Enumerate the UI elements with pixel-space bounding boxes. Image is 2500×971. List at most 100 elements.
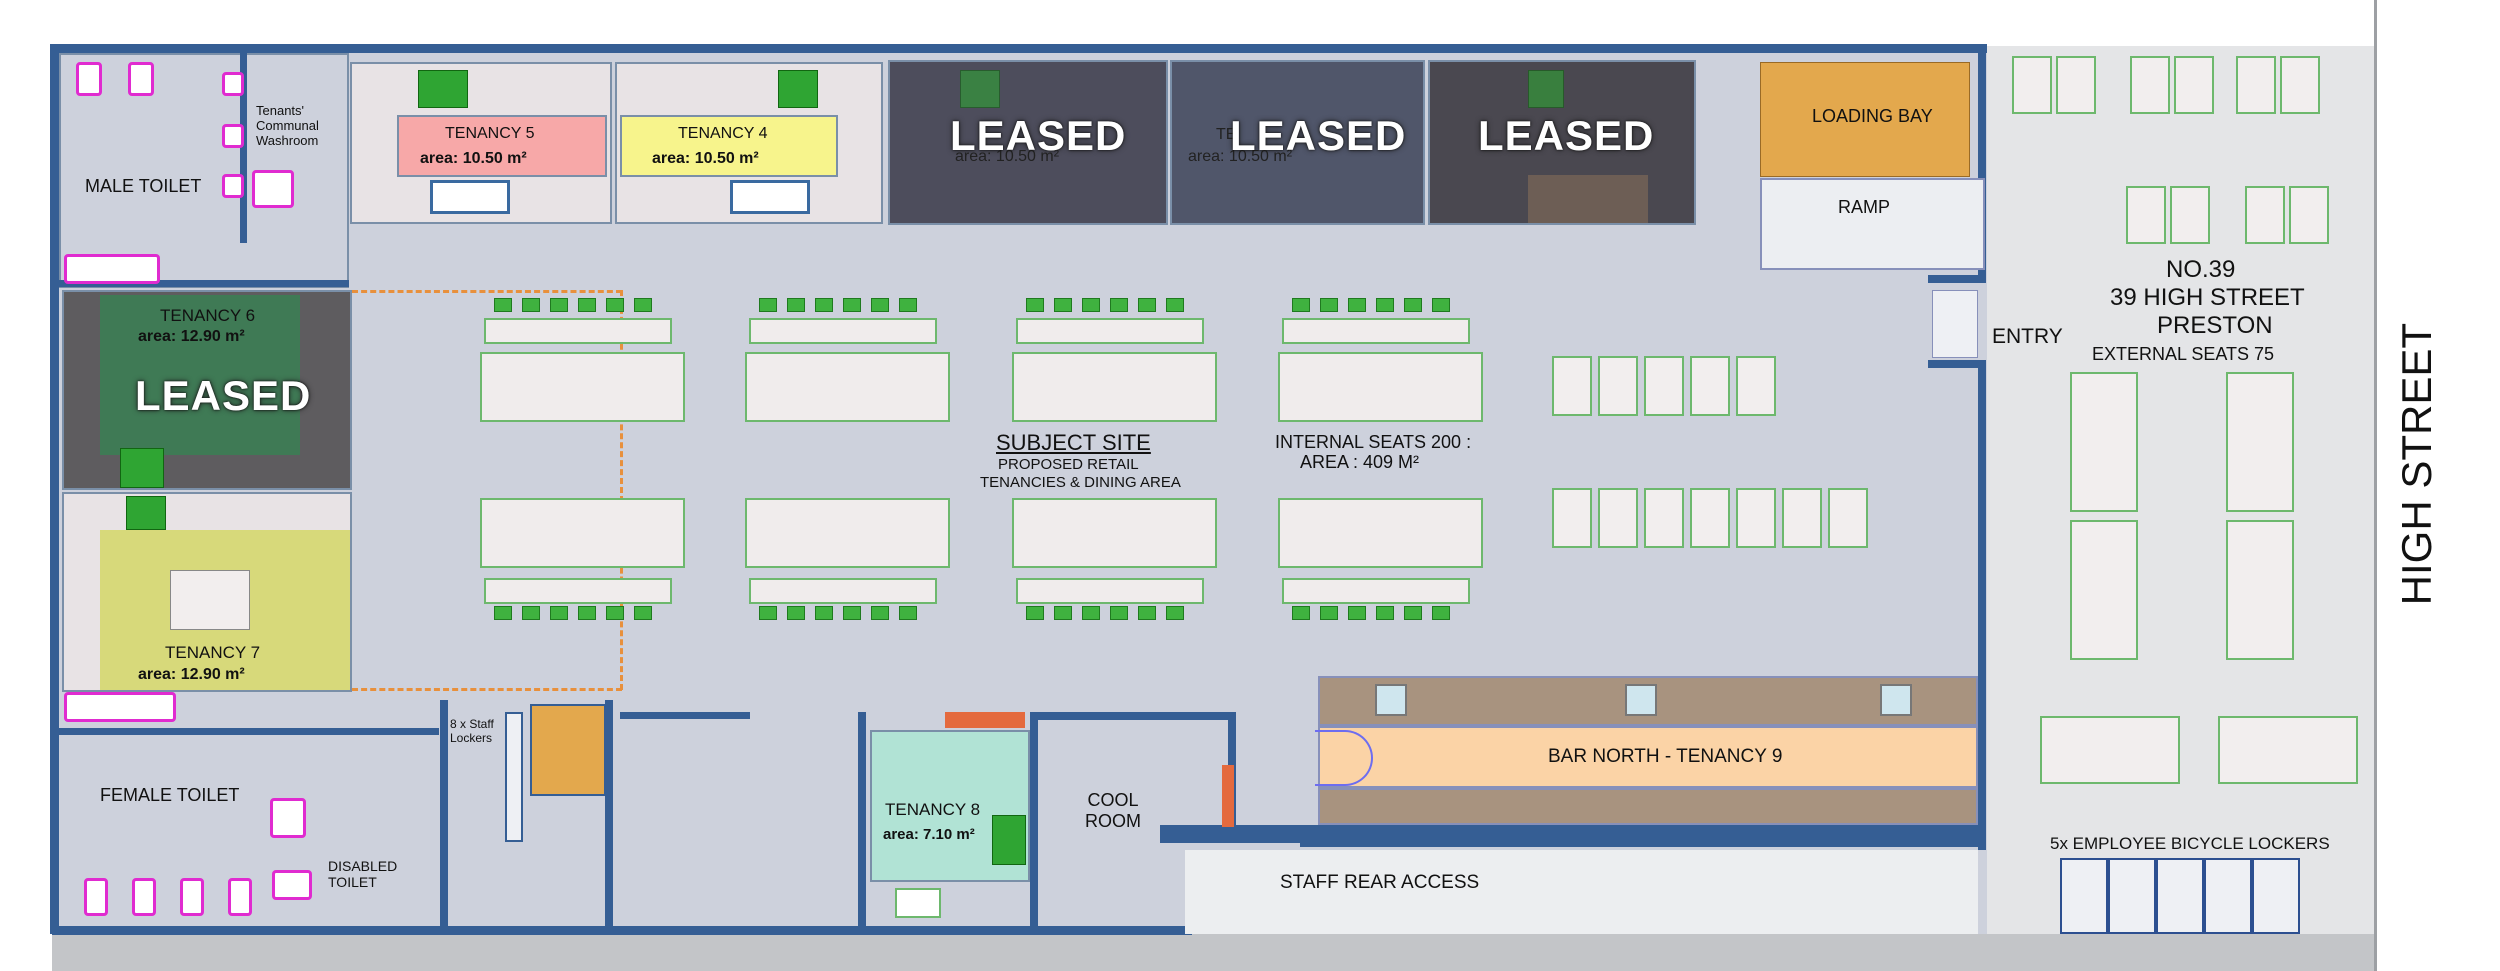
bicycle-locker (2156, 858, 2204, 934)
chair (1082, 298, 1100, 312)
bar-sink (1625, 684, 1657, 716)
staff-rear-access-label: STAFF REAR ACCESS (1280, 872, 1480, 893)
chair (815, 606, 833, 620)
outdoor-chair (2012, 56, 2052, 114)
bench-table (1282, 318, 1470, 344)
chair (1054, 298, 1072, 312)
chair (494, 606, 512, 620)
tenancy-1-kitchen (1528, 70, 1564, 108)
address-line3: PRESTON (2157, 312, 2273, 339)
loading-bay (1760, 62, 1970, 177)
wall-lockers-west (440, 700, 448, 930)
chair (606, 298, 624, 312)
tenancy-3-room[interactable] (888, 60, 1168, 225)
chair (550, 298, 568, 312)
wc-fixture (228, 878, 252, 916)
tenancy-2-room[interactable] (1170, 60, 1425, 225)
subject-site-line1: PROPOSED RETAIL (998, 456, 1139, 473)
external-seats-label: EXTERNAL SEATS 75 (2092, 344, 2275, 364)
outdoor-chair (2236, 56, 2276, 114)
cool-room-door[interactable] (1222, 765, 1234, 827)
outdoor-chair (2126, 186, 2166, 244)
entry-door[interactable] (1932, 290, 1978, 358)
outdoor-chair (2170, 186, 2210, 244)
tenancy-7-name: TENANCY 7 (165, 643, 261, 662)
outdoor-chair (2174, 56, 2214, 114)
chair (1138, 298, 1156, 312)
female-basin-counter (64, 692, 176, 722)
seat (1644, 356, 1684, 416)
bicycle-locker (2060, 858, 2108, 934)
seat (1552, 488, 1592, 548)
chair (1110, 298, 1128, 312)
chair (843, 606, 861, 620)
chair (1320, 298, 1338, 312)
outdoor-chair (2056, 56, 2096, 114)
bar-gate[interactable] (1315, 730, 1373, 786)
wall-tenancy-8-west (858, 712, 866, 930)
chair (1082, 606, 1100, 620)
subject-site-line2: TENANCIES & DINING AREA (980, 474, 1181, 491)
chair (1026, 298, 1044, 312)
disabled-wc (272, 870, 312, 900)
seat (1644, 488, 1684, 548)
chair (759, 298, 777, 312)
tenancy-1-counter (1528, 175, 1648, 223)
chair (1348, 606, 1366, 620)
wc-fixture (76, 62, 102, 96)
tenancy-5-name: TENANCY 5 (445, 125, 535, 142)
tenancy-8-name: TENANCY 8 (885, 800, 981, 819)
bar-front-counter (1318, 788, 1978, 825)
chair (759, 606, 777, 620)
outdoor-table (2218, 716, 2358, 784)
wall-cool-south (1160, 825, 1300, 843)
tenancy-5-counter (397, 115, 607, 177)
urinal-fixture (222, 174, 244, 198)
internal-seats-line2: AREA : 409 M² (1300, 452, 1420, 472)
tenancy-6-kitchen (120, 448, 164, 488)
chair (1404, 298, 1422, 312)
seat (1690, 488, 1730, 548)
seat (1828, 488, 1868, 548)
wall-corridor (620, 712, 750, 719)
tenancy-5-window (430, 180, 510, 214)
bar-sink (1880, 684, 1912, 716)
bench-table (484, 318, 672, 344)
chair (899, 298, 917, 312)
wc-fixture (84, 878, 108, 916)
male-toilet-label: MALE TOILET (85, 176, 202, 196)
ramp-label: RAMP (1838, 197, 1891, 217)
road-strip (52, 934, 2375, 971)
bar-sink (1375, 684, 1407, 716)
tenancy-4-window (730, 180, 810, 214)
wall-tenancy-8-east (1030, 712, 1038, 930)
staff-lockers (505, 712, 523, 842)
chair (787, 606, 805, 620)
chair (871, 298, 889, 312)
site-boundary (352, 290, 622, 293)
external-pavement (1985, 46, 2375, 934)
leased-label-tenancy-2: LEASED (1230, 112, 1407, 159)
wall-washroom (240, 53, 247, 243)
urinal-fixture (222, 72, 244, 96)
address-line1: NO.39 (2166, 256, 2236, 283)
bicycle-locker (2252, 858, 2300, 934)
chair (1026, 606, 1044, 620)
dining-table (745, 498, 950, 568)
chair (578, 606, 596, 620)
dining-table (1012, 352, 1217, 422)
bar-north-tenancy-9[interactable] (1318, 726, 1978, 788)
outdoor-bench (2226, 520, 2294, 660)
tenancy-5-kitchen (418, 70, 468, 108)
chair (522, 606, 540, 620)
bench-table (1282, 578, 1470, 604)
tenancy-6-name: TENANCY 6 (160, 306, 256, 325)
leased-label-tenancy-6: LEASED (135, 372, 312, 419)
chair (1292, 606, 1310, 620)
female-toilet-label: FEMALE TOILET (100, 785, 240, 805)
chair (1138, 606, 1156, 620)
seat (1736, 488, 1776, 548)
wall-north (52, 44, 1987, 53)
